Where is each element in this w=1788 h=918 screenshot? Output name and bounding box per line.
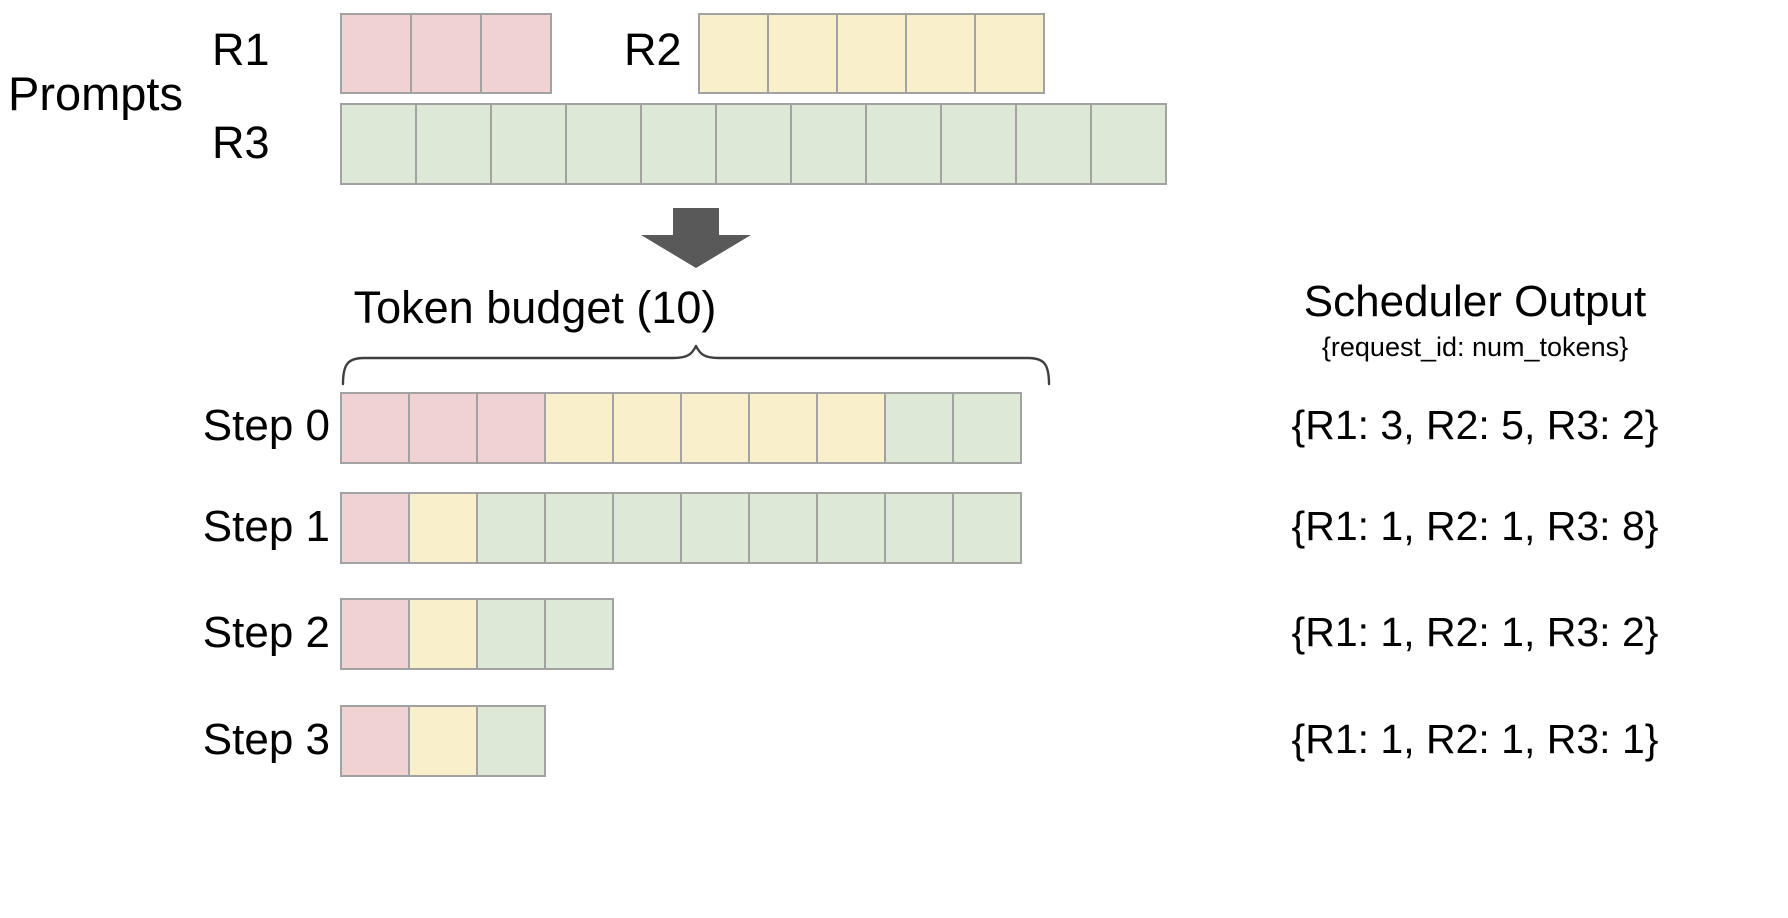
token-cell-r3 xyxy=(790,103,867,185)
step-strip-1 xyxy=(340,492,1022,564)
token-cell-r2 xyxy=(748,392,818,464)
token-cell-r3 xyxy=(340,103,417,185)
step-strip-2 xyxy=(340,598,614,670)
token-cell-r2 xyxy=(408,598,478,670)
token-cell-r3 xyxy=(884,392,954,464)
token-cell-r1 xyxy=(408,392,478,464)
token-cell-r3 xyxy=(1090,103,1167,185)
step-label-0: Step 0 xyxy=(202,401,330,450)
scheduler-output-0: {R1: 3, R2: 5, R3: 2} xyxy=(1291,402,1659,448)
token-cell-r2 xyxy=(816,392,886,464)
down-arrow-icon xyxy=(637,208,755,268)
down-arrow-svg xyxy=(641,208,751,268)
token-cell-r3 xyxy=(952,392,1022,464)
token-cell-r1 xyxy=(340,598,410,670)
token-cell-r2 xyxy=(698,13,769,94)
request-label-r3: R3 xyxy=(212,117,270,168)
token-cell-r3 xyxy=(490,103,567,185)
scheduler-output-title: Scheduler Output xyxy=(1303,277,1647,326)
token-cell-r2 xyxy=(767,13,838,94)
scheduler-output-subtitle: {request_id: num_tokens} xyxy=(1321,332,1629,362)
token-cell-r3 xyxy=(476,705,546,777)
token-cell-r3 xyxy=(952,492,1022,564)
token-cell-r3 xyxy=(544,598,614,670)
token-cell-r3 xyxy=(884,492,954,564)
token-cell-r3 xyxy=(565,103,642,185)
request-label-r2: R2 xyxy=(624,24,682,75)
token-cell-r3 xyxy=(415,103,492,185)
token-cell-r1 xyxy=(476,392,546,464)
step-strip-0 xyxy=(340,392,1022,464)
token-budget-label: Token budget (10) xyxy=(353,282,717,333)
token-cell-r1 xyxy=(340,705,410,777)
curly-brace-path xyxy=(341,344,1051,386)
token-cell-r1 xyxy=(340,492,410,564)
prompt-strip-r1 xyxy=(340,13,552,94)
token-cell-r2 xyxy=(905,13,976,94)
scheduler-output-3: {R1: 1, R2: 1, R3: 1} xyxy=(1291,716,1659,762)
token-cell-r2 xyxy=(974,13,1045,94)
token-cell-r1 xyxy=(340,13,412,94)
step-label-1: Step 1 xyxy=(202,502,330,551)
token-cell-r3 xyxy=(940,103,1017,185)
prompts-label: Prompts xyxy=(8,67,183,120)
token-cell-r2 xyxy=(408,492,478,564)
prompt-strip-r3 xyxy=(340,103,1167,185)
step-label-2: Step 2 xyxy=(202,608,330,657)
token-cell-r3 xyxy=(680,492,750,564)
step-strip-3 xyxy=(340,705,546,777)
token-cell-r1 xyxy=(410,13,482,94)
scheduler-output-2: {R1: 1, R2: 1, R3: 2} xyxy=(1291,609,1659,655)
token-cell-r3 xyxy=(544,492,614,564)
token-cell-r3 xyxy=(748,492,818,564)
token-cell-r2 xyxy=(408,705,478,777)
scheduler-output-1: {R1: 1, R2: 1, R3: 8} xyxy=(1291,503,1659,549)
token-cell-r3 xyxy=(865,103,942,185)
token-cell-r2 xyxy=(544,392,614,464)
token-cell-r1 xyxy=(480,13,552,94)
token-cell-r3 xyxy=(816,492,886,564)
token-cell-r3 xyxy=(1015,103,1092,185)
token-cell-r3 xyxy=(476,492,546,564)
token-cell-r3 xyxy=(715,103,792,185)
curly-brace-icon xyxy=(340,344,1052,386)
curly-brace-svg xyxy=(341,344,1051,386)
down-arrow-shape xyxy=(641,208,751,268)
token-cell-r3 xyxy=(612,492,682,564)
token-cell-r3 xyxy=(640,103,717,185)
step-label-3: Step 3 xyxy=(202,715,330,764)
prompt-strip-r2 xyxy=(698,13,1045,94)
request-label-r1: R1 xyxy=(212,24,270,75)
token-cell-r3 xyxy=(476,598,546,670)
token-cell-r2 xyxy=(836,13,907,94)
token-cell-r2 xyxy=(680,392,750,464)
token-cell-r2 xyxy=(612,392,682,464)
token-cell-r1 xyxy=(340,392,410,464)
